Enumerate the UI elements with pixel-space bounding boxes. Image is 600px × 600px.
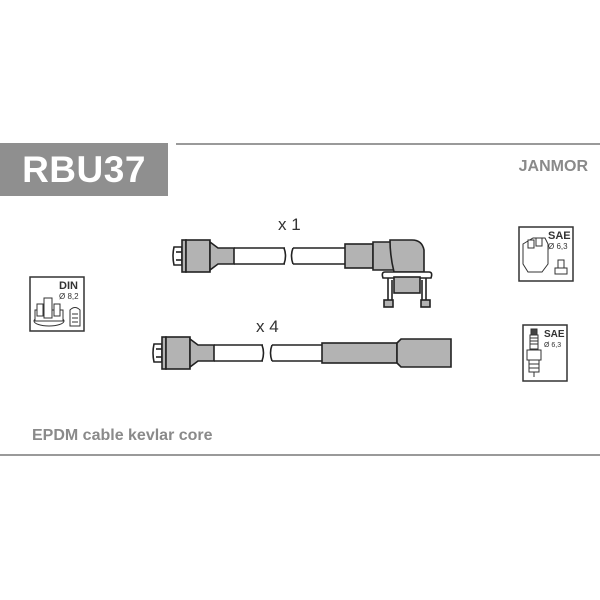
distributor-cap-icon	[522, 237, 549, 273]
coil-sae-standard: SAE	[548, 230, 571, 242]
terminal-icon	[554, 259, 568, 275]
cable-1-quantity: x 1	[278, 215, 301, 234]
coil-sae-diameter: Ø 6,3	[548, 242, 568, 251]
cable-description: EPDM cable kevlar core	[32, 427, 213, 444]
din-diameter: Ø 8,2	[59, 292, 79, 301]
spark-plug-icon	[526, 328, 542, 377]
footer-divider	[0, 454, 600, 456]
brand-name: JANMOR	[518, 158, 588, 175]
cable-2-quantity: x 4	[256, 317, 279, 336]
part-code: RBU37	[22, 148, 146, 190]
terminal-icon	[69, 307, 81, 327]
coil-sae-badge: SAE Ø 6,3	[518, 226, 574, 282]
plug-sae-standard: SAE	[544, 329, 565, 340]
distributor-din-badge: DIN Ø 8,2	[29, 276, 85, 332]
plug-sae-diameter: Ø 6,3	[544, 342, 561, 349]
distributor-cap-icon	[33, 297, 65, 327]
din-standard: DIN	[59, 280, 78, 292]
part-code-box: RBU37	[0, 143, 168, 196]
header-divider	[176, 143, 600, 145]
spark-plug-sae-badge: SAE Ø 6,3	[522, 324, 568, 382]
